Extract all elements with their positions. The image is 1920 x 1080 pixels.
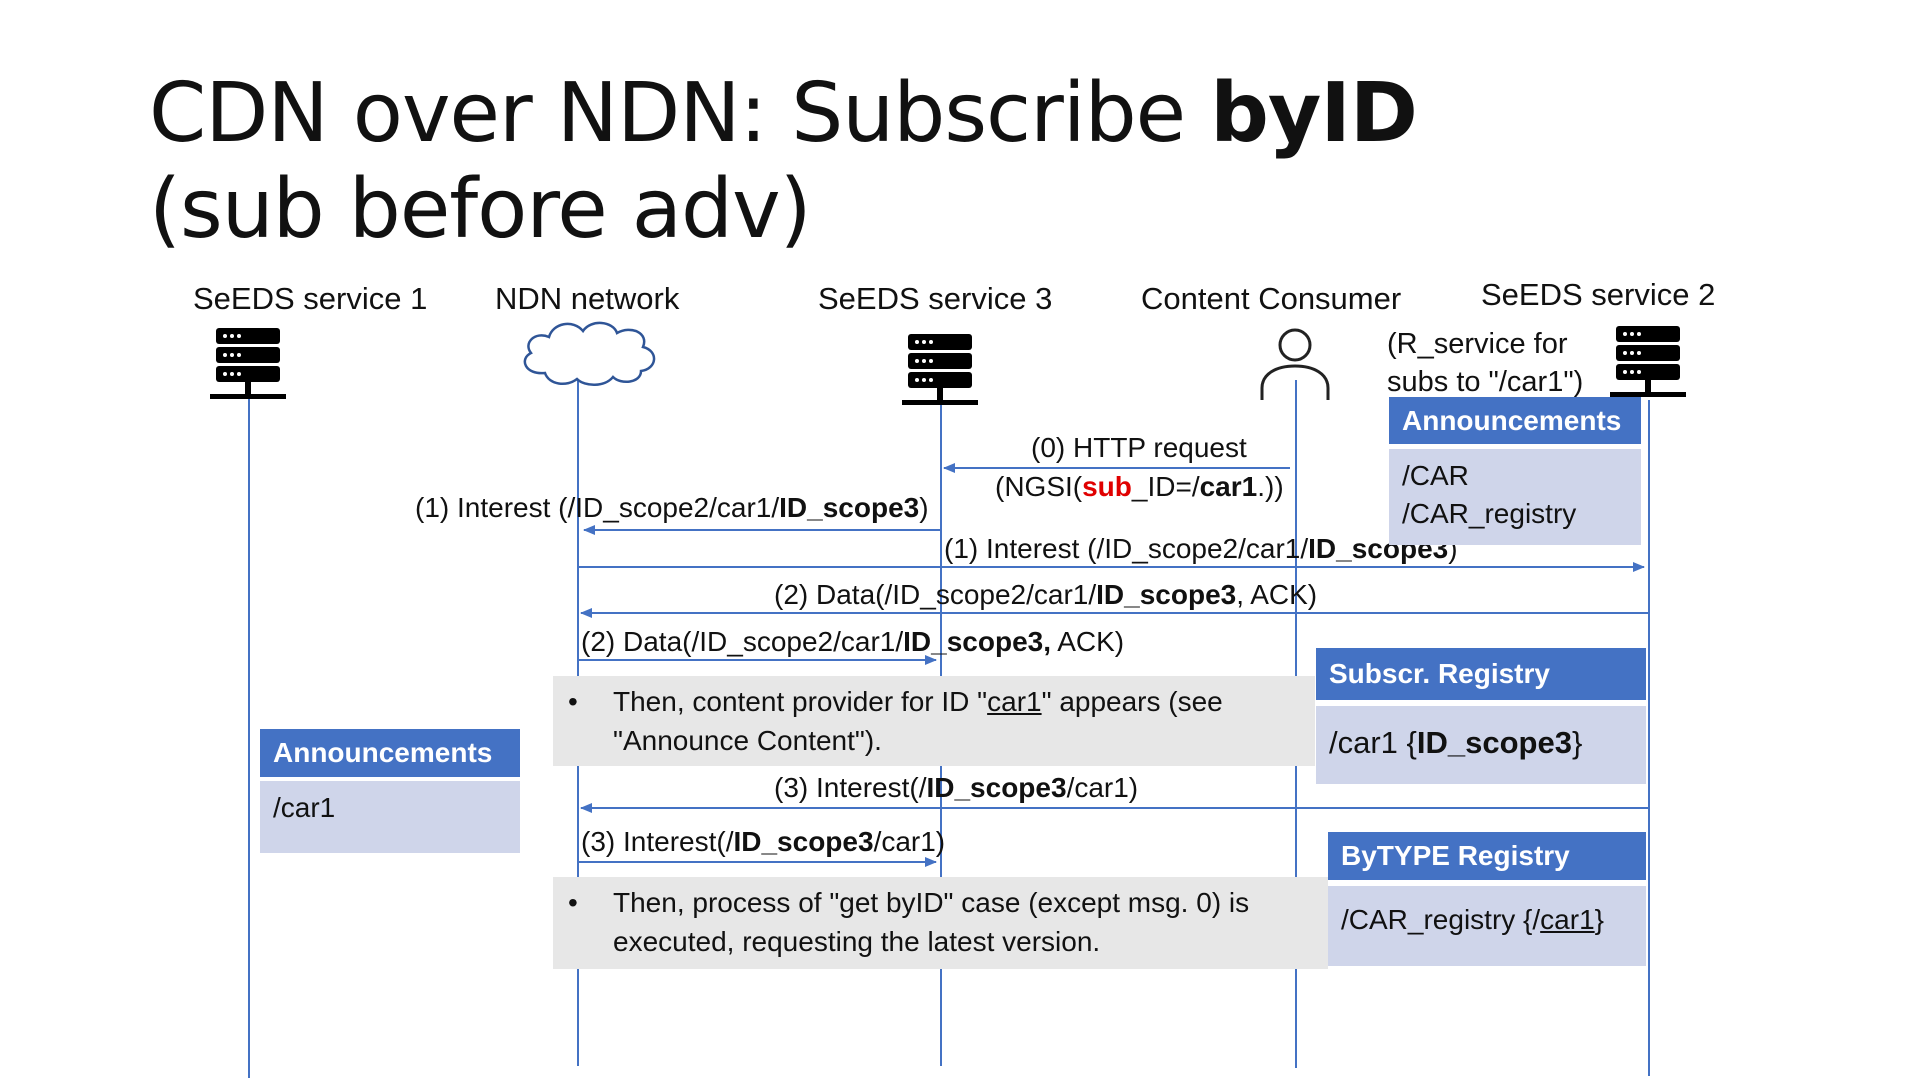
- box-body: /CAR /CAR_registry: [1389, 449, 1641, 545]
- seeds2-role-note: (R_service for subs to "/car1"): [1387, 328, 1584, 398]
- bullet: •: [568, 686, 578, 717]
- msg3b-label: (3) Interest(/ID_scope3/car1): [581, 826, 946, 857]
- server-icon: [902, 334, 978, 405]
- note-provider-appears: • Then, content provider for ID "car1" a…: [553, 676, 1315, 766]
- subscr-registry-box: Subscr. Registry /car1 {ID_scope3}: [1316, 648, 1646, 784]
- note-get-byid: • Then, process of "get byID" case (exce…: [553, 877, 1328, 969]
- bytype-registry-box: ByTYPE Registry /CAR_registry {/car1}: [1328, 832, 1646, 966]
- box-body: /CAR_registry {/car1}: [1328, 886, 1646, 966]
- cloud-icon: [523, 321, 656, 386]
- title-line-2: (sub before adv): [149, 162, 812, 257]
- server-icon: [1610, 326, 1686, 397]
- announcements-box-seeds2: Announcements /CAR /CAR_registry: [1389, 397, 1641, 545]
- box-body: /car1 {ID_scope3}: [1316, 706, 1646, 784]
- bullet: •: [568, 887, 578, 918]
- msg0-label: (0) HTTP request (NGSI(sub_ID=/car1.)): [995, 432, 1284, 502]
- title-line-1: CDN over NDN: Subscribe byID: [149, 66, 1418, 161]
- person-icon: [1260, 328, 1330, 400]
- msg1a-label: (1) Interest (/ID_scope2/car1/ID_scope3): [415, 492, 929, 523]
- box-header: Announcements: [260, 729, 520, 777]
- lifeline-seeds1: [248, 398, 250, 1078]
- entity-label-seeds1: SeEDS service 1: [193, 281, 428, 316]
- server-icon: [210, 328, 286, 399]
- entity-label-seeds2: SeEDS service 2: [1481, 277, 1716, 312]
- msg3a-label: (3) Interest(/ID_scope3/car1): [774, 772, 1139, 803]
- box-header: ByTYPE Registry: [1328, 832, 1646, 880]
- box-header: Announcements: [1389, 397, 1641, 444]
- announcements-box-seeds1: Announcements /car1: [260, 729, 520, 853]
- entity-label-seeds3: SeEDS service 3: [818, 281, 1053, 316]
- entity-label-consumer: Content Consumer: [1141, 281, 1402, 316]
- entity-label-ndn: NDN network: [495, 281, 680, 316]
- slide-title: CDN over NDN: Subscribe byID (sub before…: [149, 66, 1418, 258]
- msg1b-label: (1) Interest (/ID_scope2/car1/ID_scope3): [944, 533, 1458, 564]
- box-header: Subscr. Registry: [1316, 648, 1646, 700]
- box-body: /car1: [260, 781, 520, 853]
- lifeline-seeds2: [1648, 400, 1650, 1076]
- msg2b-label: (2) Data(/ID_scope2/car1/ID_scope3, ACK): [581, 626, 1125, 657]
- msg2a-label: (2) Data(/ID_scope2/car1/ID_scope3, ACK): [774, 579, 1318, 610]
